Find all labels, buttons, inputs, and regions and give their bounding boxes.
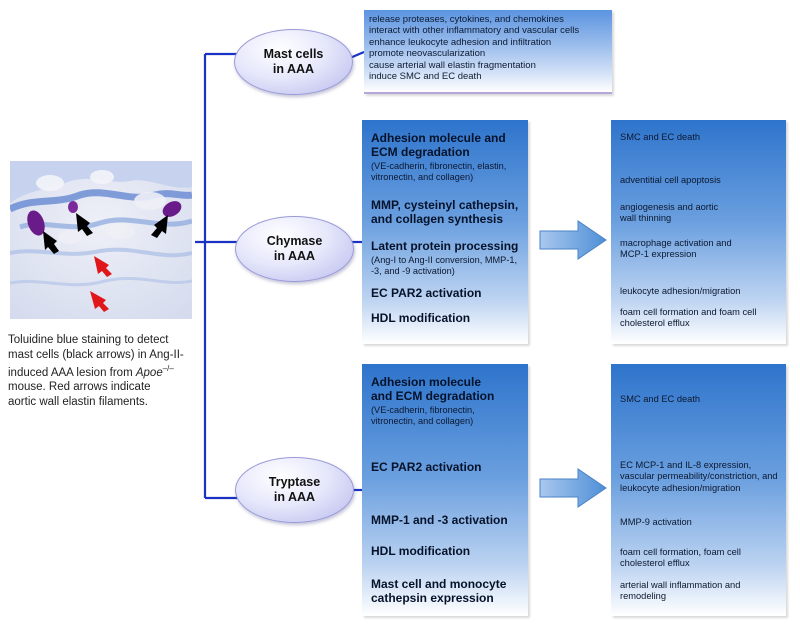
mechanism-detail: (Ang-I to Ang-II conversion, MMP-1, -3, … bbox=[371, 255, 518, 276]
mechanism-detail: (VE-cadherin, fibronectin, elastin, vitr… bbox=[371, 161, 507, 182]
outcome-item: leukocyte adhesion/migration bbox=[620, 286, 741, 296]
mechanism-heading: HDL modification bbox=[371, 311, 471, 325]
mast-cell-effects-box: release proteases, cytokines, and chemok… bbox=[364, 10, 612, 94]
mechanism-heading: Mast cell and monocyte cathepsin express… bbox=[371, 577, 507, 605]
stained-mast-cell bbox=[68, 201, 78, 213]
outcome-item: arterial wall inflammation and remodelin… bbox=[620, 580, 741, 602]
outcome-item: EC MCP-1 and IL-8 expression, vascular p… bbox=[620, 460, 778, 493]
mechanism-heading: Adhesion molecule and ECM degradation bbox=[371, 375, 495, 403]
outcome-item: angiogenesis and aortic wall thinning bbox=[620, 202, 719, 224]
mechanism-heading: HDL modification bbox=[371, 544, 471, 558]
caption-line: induced AAA lesion from Apoe–/– bbox=[8, 364, 174, 379]
caption-line: Toluidine blue staining to detect bbox=[8, 334, 169, 346]
figure-caption: Toluidine blue staining to detect mast c… bbox=[8, 333, 200, 409]
outcome-item: SMC and EC death bbox=[620, 132, 701, 142]
caption-line: aortic wall elastin filaments. bbox=[8, 395, 148, 408]
caption-line: mast cells (black arrows) in Ang-II- bbox=[8, 348, 184, 361]
effect-item: promote neovascularization bbox=[369, 48, 486, 60]
micrograph-image bbox=[10, 161, 192, 319]
outcome-item: foam cell formation, foam cell cholester… bbox=[620, 547, 741, 569]
mechanism-detail: (VE-cadherin, fibronectin, vitronectin, … bbox=[371, 405, 475, 426]
right-block-arrow-icon bbox=[539, 220, 607, 260]
tryptase-outcomes-box: SMC and EC death EC MCP-1 and IL-8 expre… bbox=[611, 364, 786, 616]
stained-mast-cell bbox=[162, 201, 182, 217]
effect-item: interact with other inflammatory and vas… bbox=[369, 25, 580, 37]
outcome-item: adventitial cell apoptosis bbox=[620, 175, 721, 185]
chymase-mechanisms-box: Adhesion molecule and ECM degradation (V… bbox=[362, 120, 528, 344]
right-block-arrow-icon bbox=[539, 468, 607, 508]
outcome-item: macrophage activation and MCP-1 expressi… bbox=[620, 238, 732, 260]
effect-item: induce SMC and EC death bbox=[369, 71, 482, 83]
black-arrows bbox=[43, 213, 168, 254]
stained-mast-cell bbox=[27, 210, 45, 236]
mechanism-heading: MMP, cysteinyl cathepsin, and collagen s… bbox=[371, 198, 519, 226]
mechanism-heading: Adhesion molecule and ECM degradation bbox=[371, 131, 506, 159]
mechanism-heading: Latent protein processing bbox=[371, 239, 519, 253]
outcome-item: SMC and EC death bbox=[620, 394, 701, 404]
outcome-item: MMP-9 activation bbox=[620, 517, 692, 527]
chymase-outcomes-box: SMC and EC death adventitial cell apopto… bbox=[611, 120, 786, 344]
mechanism-heading: MMP-1 and -3 activation bbox=[371, 513, 508, 527]
effect-item: cause arterial wall elastin fragmentatio… bbox=[369, 59, 536, 71]
mechanism-heading: EC PAR2 activation bbox=[371, 286, 482, 300]
tryptase-mechanisms-box: Adhesion molecule and ECM degradation (V… bbox=[362, 364, 528, 616]
toluidine-blue-micrograph-icon bbox=[10, 161, 192, 319]
effect-item: enhance leukocyte adhesion and infiltrat… bbox=[369, 36, 552, 48]
effect-item: release proteases, cytokines, and chemok… bbox=[369, 14, 564, 25]
outcome-item: foam cell formation and foam cell choles… bbox=[620, 307, 757, 329]
mechanism-heading: EC PAR2 activation bbox=[371, 460, 482, 474]
caption-line: mouse. Red arrows indicate bbox=[8, 381, 151, 394]
red-arrows bbox=[90, 256, 112, 312]
